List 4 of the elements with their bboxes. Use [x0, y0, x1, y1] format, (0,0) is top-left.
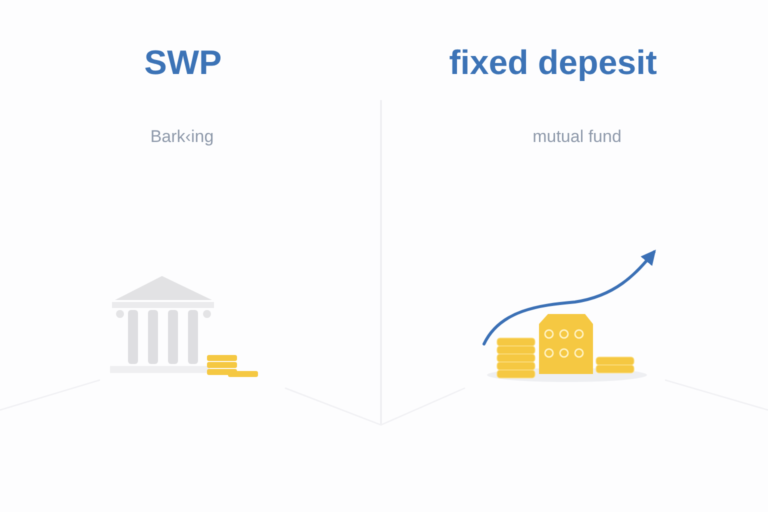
heading: fixed depesit	[449, 44, 657, 83]
subheading: mutual fund	[532, 127, 622, 147]
heading: SWP	[144, 44, 222, 83]
subheading: Bark‹ing	[150, 127, 214, 147]
